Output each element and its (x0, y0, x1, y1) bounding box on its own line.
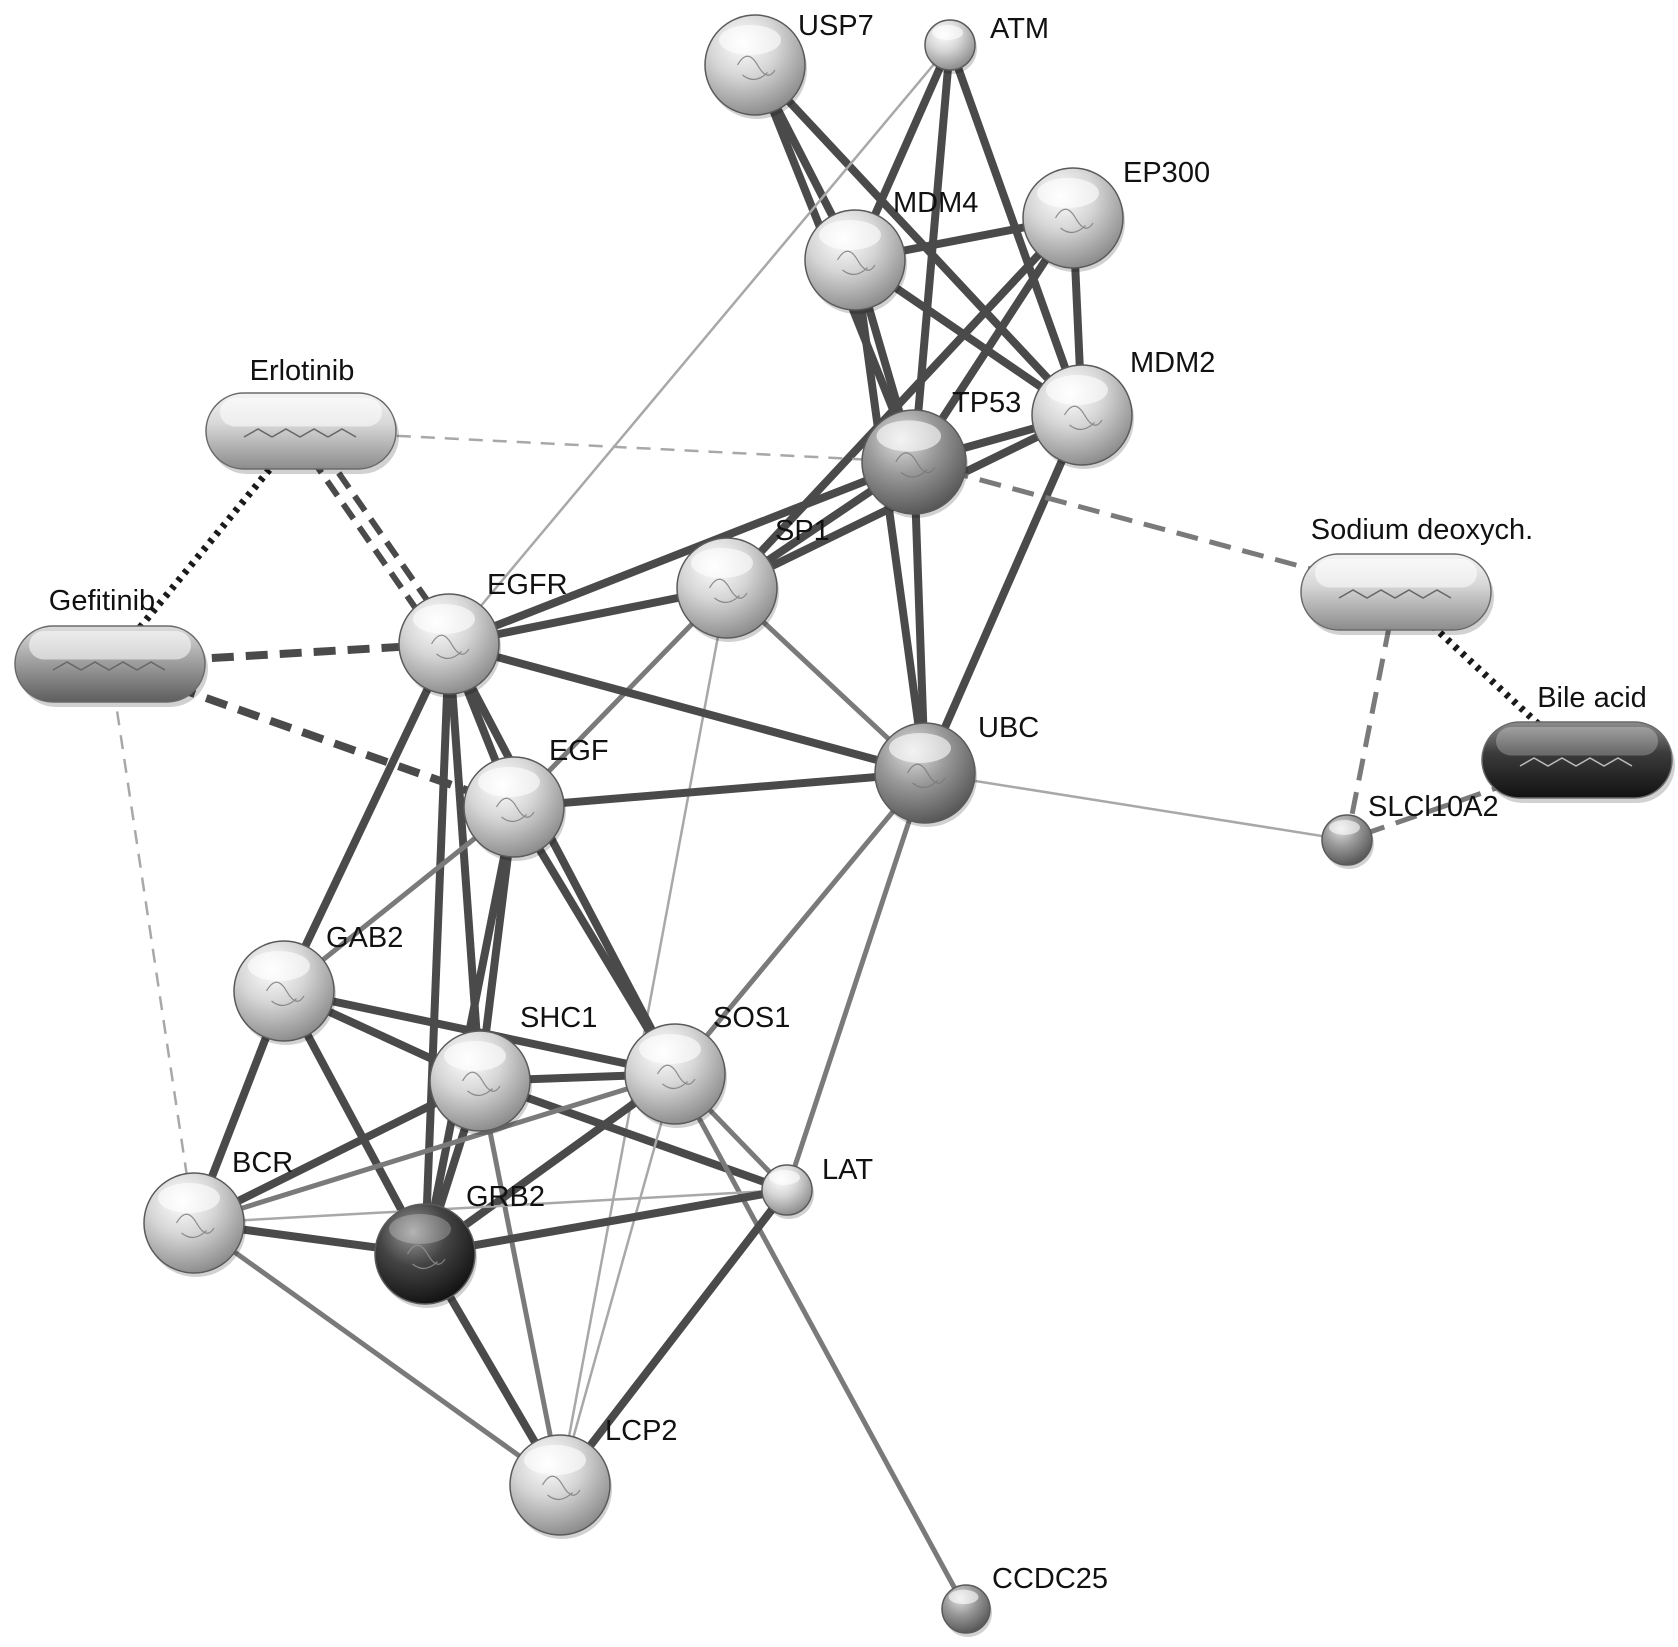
node-grb2[interactable] (374, 1203, 477, 1308)
label-shc1: SHC1 (520, 1002, 597, 1034)
edge-ubc-lat (784, 772, 928, 1191)
edge-shc1-bcr (192, 1077, 482, 1227)
edge-gefitinib-egfr (109, 640, 450, 668)
node-lat[interactable] (761, 1164, 814, 1219)
label-gab2: GAB2 (326, 922, 403, 954)
label-bile: Bile acid (1537, 682, 1647, 714)
edge-egfr-ubc (447, 640, 927, 777)
label-tp53: TP53 (952, 387, 1021, 419)
edge-sos1-ccdc25 (672, 1072, 969, 1611)
edge-usp7-mdm2 (752, 62, 1085, 418)
node-sos1[interactable] (624, 1023, 727, 1128)
edge-egfr-sos1 (445, 642, 679, 1076)
label-grb2: GRB2 (466, 1181, 545, 1213)
node-sp1[interactable] (676, 537, 779, 642)
edge-ubc-slc10a2 (924, 771, 1348, 842)
edge-shc1-lcp2 (477, 1080, 563, 1486)
node-mdm4[interactable] (804, 209, 907, 314)
node-ep300[interactable] (1022, 167, 1125, 272)
label-mdm4: MDM4 (893, 187, 978, 219)
label-bcr: BCR (232, 1147, 293, 1179)
node-mdm2[interactable] (1031, 364, 1134, 469)
label-slc10a2: SLCl10A2 (1368, 791, 1499, 823)
label-ep300: EP300 (1123, 157, 1210, 189)
node-bile[interactable] (1481, 721, 1675, 803)
edge-lat-lcp2 (556, 1187, 791, 1488)
edge-ubc-sos1 (673, 771, 927, 1076)
node-egf[interactable] (463, 756, 566, 861)
label-sos1: SOS1 (713, 1002, 790, 1034)
label-atm: ATM (990, 13, 1049, 45)
edge-atm-tp53 (910, 44, 954, 463)
label-ccdc25: CCDC25 (992, 1563, 1108, 1595)
edge-bcr-lcp2 (192, 1220, 562, 1488)
node-layer (14, 14, 1675, 1637)
label-lcp2: LCP2 (605, 1415, 678, 1447)
edge-egfr-gab2 (280, 642, 453, 993)
node-sodium[interactable] (1300, 553, 1494, 635)
edge-erlotinib-gefitinib (107, 428, 304, 667)
node-slc10a2[interactable] (1321, 814, 1374, 869)
label-usp7: USP7 (798, 10, 874, 42)
node-lcp2[interactable] (509, 1434, 612, 1539)
node-bcr[interactable] (143, 1172, 246, 1277)
label-egf: EGF (549, 735, 609, 767)
node-usp7[interactable] (704, 14, 807, 119)
label-mdm2: MDM2 (1130, 347, 1215, 379)
edge-sp1-egf (512, 586, 729, 809)
node-shc1[interactable] (429, 1030, 532, 1135)
label-sodium: Sodium deoxych. (1311, 514, 1533, 546)
node-tp53[interactable] (861, 409, 968, 518)
edge-sodium-slc10a2 (1344, 591, 1399, 841)
node-atm[interactable] (924, 19, 977, 74)
edge-bcr-lat (193, 1188, 788, 1225)
edge-gefitinib-bcr (108, 663, 196, 1224)
label-erlotinib: Erlotinib (250, 355, 355, 387)
edge-sos1-grb2 (422, 1070, 678, 1258)
edge-shc1-lat (478, 1077, 789, 1194)
node-erlotinib[interactable] (205, 392, 399, 474)
edge-ep300-sp1 (724, 215, 1076, 591)
edge-mdm2-ubc (921, 413, 1086, 775)
edge-erlotinib-egfr (292, 433, 446, 650)
node-egfr[interactable] (398, 593, 501, 698)
edge-egf-sos1 (510, 804, 679, 1077)
node-ubc[interactable] (874, 722, 977, 827)
label-sp1: SP1 (775, 515, 830, 547)
label-ubc: UBC (978, 712, 1039, 744)
edge-sos1-lcp2 (558, 1073, 677, 1486)
edge-grb2-lat (424, 1186, 788, 1258)
node-gab2[interactable] (233, 940, 336, 1045)
edge-atm-egfr (448, 44, 951, 645)
label-gefitinib: Gefitinib (49, 585, 155, 617)
label-egfr: EGFR (487, 569, 568, 601)
node-ccdc25[interactable] (941, 1584, 992, 1637)
node-gefitinib[interactable] (14, 625, 208, 707)
edge-tp53-egfr (447, 458, 916, 648)
edge-sos1-bcr (193, 1071, 676, 1226)
edge-egf-ubc (513, 769, 926, 811)
edge-erlotinib-tp53 (300, 429, 915, 464)
edge-mdm4-ubc (851, 259, 929, 774)
label-lat: LAT (822, 1154, 873, 1186)
